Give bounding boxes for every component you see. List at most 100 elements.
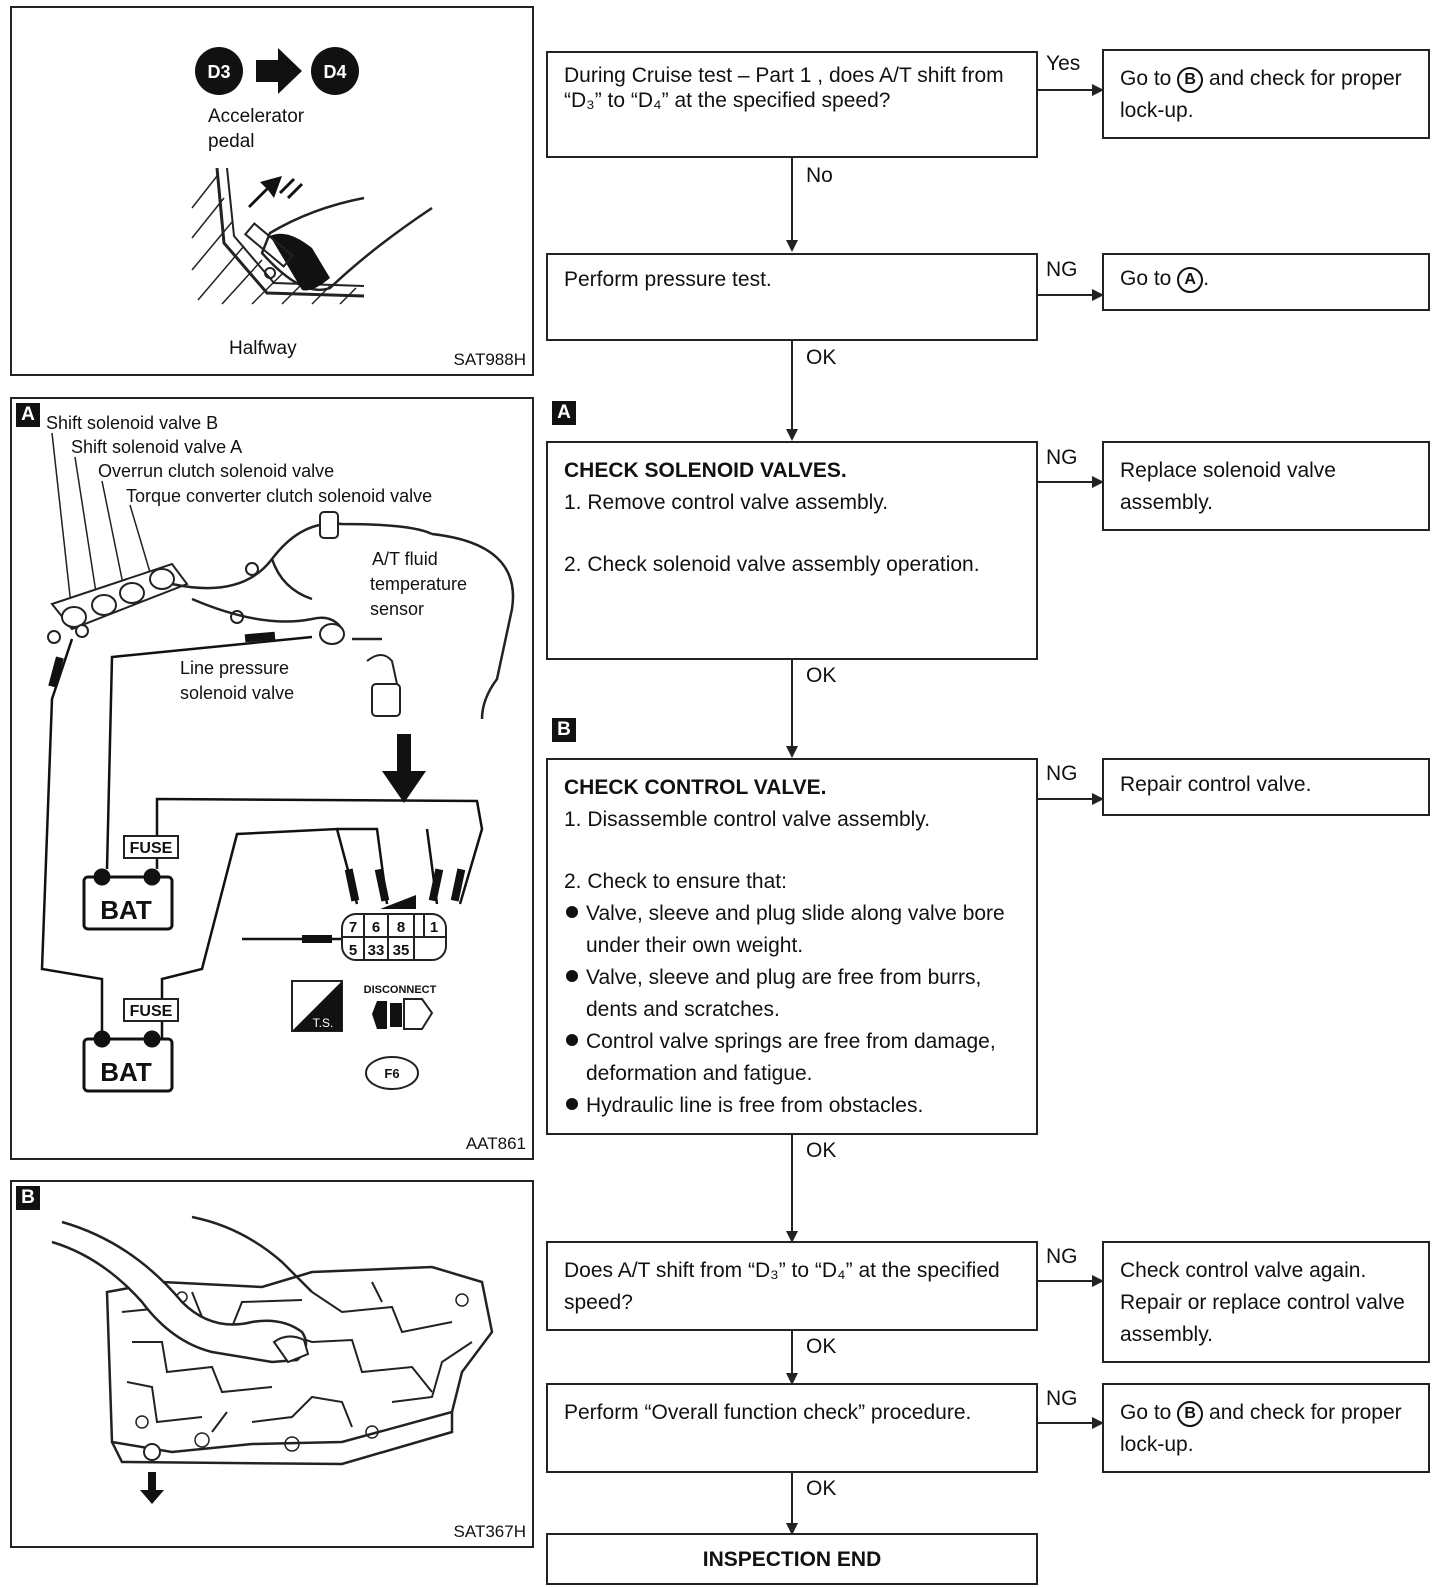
battery-label-2: BAT xyxy=(100,1057,152,1087)
result-go-to-b-lockup-1: Go to B and check for proper lock-up. xyxy=(1102,49,1430,139)
ok-label: OK xyxy=(806,664,837,687)
accelerator-pedal-label: Accelerator pedal xyxy=(208,106,305,152)
connector-line xyxy=(791,1473,793,1525)
connector-arrow xyxy=(1092,1417,1104,1429)
step-overall-function-check: Perform “Overall function check” procedu… xyxy=(546,1383,1038,1473)
no-label: No xyxy=(806,164,833,187)
result-repair-control-valve: Repair control valve. xyxy=(1102,758,1430,816)
connector-arrow xyxy=(1092,1275,1104,1287)
checklist-item: Hydraulic line is free from obstacles. xyxy=(564,1090,1020,1122)
ng-label: NG xyxy=(1046,1387,1078,1410)
drop-arrow-icon xyxy=(140,1472,164,1504)
halfway-label: Halfway xyxy=(229,338,297,359)
pedal-illustration: D3 D4 xyxy=(191,47,433,305)
connector-arrow xyxy=(1092,84,1104,96)
svg-text:T.S.: T.S. xyxy=(313,1016,334,1030)
step-shift-question: Does A/T shift from “D₃” to “D₄” at the … xyxy=(546,1241,1038,1331)
callout-fluid-sensor-1: A/T fluid xyxy=(372,549,438,569)
push-arrow-icon xyxy=(248,176,282,208)
connector-line xyxy=(791,158,793,242)
wiring-diagram: 7 6 8 1 5 33 35 FUSE FUSE BAT BAT xyxy=(40,432,515,1093)
connector-line xyxy=(1038,89,1094,91)
fuse-label-2: FUSE xyxy=(130,1003,173,1020)
accelerator-pedal-figure: D3 D4 Accelerator pedal Halfway SAT988H xyxy=(10,6,534,376)
result-go-to-a: Go to A. xyxy=(1102,253,1430,311)
ng-label: NG xyxy=(1046,446,1078,469)
checklist-item: Control valve springs are free from dama… xyxy=(564,1026,1020,1090)
callout-torque-converter: Torque converter clutch solenoid valve xyxy=(126,486,433,506)
pin-5: 5 xyxy=(349,942,357,959)
circle-b-icon: B xyxy=(1177,1401,1204,1427)
step-pressure-test: Perform pressure test. xyxy=(546,253,1038,341)
step-tag-a: A xyxy=(552,401,576,425)
connector-line xyxy=(791,1135,793,1233)
step-cruise-test-question: During Cruise test – Part 1 , does A/T s… xyxy=(546,51,1038,158)
control-valve-illustration xyxy=(51,1215,494,1504)
circle-a-icon: A xyxy=(1177,267,1204,293)
step-tag-b: B xyxy=(552,718,576,742)
ok-label: OK xyxy=(806,1477,837,1500)
callout-shift-solenoid-b: Shift solenoid valve B xyxy=(46,413,219,433)
disconnect-connector-icon xyxy=(372,998,434,1030)
connector-line xyxy=(1038,798,1094,800)
result-replace-solenoid: Replace solenoid valve assembly. xyxy=(1102,441,1430,531)
ok-label: OK xyxy=(806,1335,837,1358)
callout-line-pressure-1: Line pressure xyxy=(180,658,290,678)
pin-1: 1 xyxy=(430,919,438,936)
connector-arrow xyxy=(786,240,798,252)
connector-arrow xyxy=(786,429,798,441)
connector-line xyxy=(791,1331,793,1375)
pin-33: 33 xyxy=(368,942,385,959)
callout-line-pressure-2: solenoid valve xyxy=(180,683,295,703)
pin-7: 7 xyxy=(349,919,357,936)
connector-line xyxy=(791,341,793,431)
disconnect-arrow-icon xyxy=(382,734,426,803)
circle-b-icon: B xyxy=(1177,67,1204,93)
ok-label: OK xyxy=(806,346,837,369)
control-valve-figure: B SAT367H xyxy=(10,1180,534,1548)
figure-code: SAT988H xyxy=(453,350,526,369)
callout-fluid-sensor-2: temperature xyxy=(370,574,468,594)
inspection-end: INSPECTION END xyxy=(546,1533,1038,1585)
figure-code: SAT367H xyxy=(453,1522,526,1541)
connector-line xyxy=(1038,481,1094,483)
callout-shift-solenoid-a: Shift solenoid valve A xyxy=(71,437,243,457)
ng-label: NG xyxy=(1046,762,1078,785)
ok-label: OK xyxy=(806,1139,837,1162)
pin-8: 8 xyxy=(397,919,405,936)
figure-tag-a: A xyxy=(16,403,40,427)
callout-fluid-sensor-3: sensor xyxy=(370,599,425,619)
figure-code: AAT861 xyxy=(465,1134,526,1153)
d4-badge: D4 xyxy=(323,62,346,82)
connector-arrow xyxy=(1092,289,1104,301)
pin-6: 6 xyxy=(372,919,380,936)
connector-line xyxy=(1038,294,1094,296)
connector-arrow xyxy=(786,746,798,758)
step-check-control-valve: CHECK CONTROL VALVE. 1. Disassemble cont… xyxy=(546,758,1038,1135)
connector-line xyxy=(1038,1422,1094,1424)
yes-label: Yes xyxy=(1046,52,1081,75)
connector-arrow xyxy=(786,1523,798,1535)
result-check-control-valve-again: Check control valve again. Repair or rep… xyxy=(1102,1241,1430,1363)
shift-arrow-icon xyxy=(256,48,302,94)
callout-overrun-clutch: Overrun clutch solenoid valve xyxy=(98,461,335,481)
checklist-item: Valve, sleeve and plug are free from bur… xyxy=(564,962,1020,1026)
pin-35: 35 xyxy=(393,942,410,959)
connector-line xyxy=(1038,1280,1094,1282)
connector-arrow xyxy=(1092,793,1104,805)
connector-arrow xyxy=(786,1373,798,1385)
connector-line xyxy=(791,660,793,748)
solenoid-wiring-figure: 7 6 8 1 5 33 35 FUSE FUSE BAT BAT xyxy=(10,397,534,1160)
connector-arrow xyxy=(1092,476,1104,488)
figure-tag-b: B xyxy=(16,1186,40,1210)
ng-label: NG xyxy=(1046,258,1078,281)
checklist-item: Valve, sleeve and plug slide along valve… xyxy=(564,898,1020,962)
f6-connector-icon xyxy=(365,1056,419,1090)
svg-text:F6: F6 xyxy=(384,1066,399,1081)
battery-label-1: BAT xyxy=(100,895,152,925)
ng-label: NG xyxy=(1046,1245,1078,1268)
fuse-label-1: FUSE xyxy=(130,840,173,857)
step-check-solenoid-valves: CHECK SOLENOID VALVES. 1. Remove control… xyxy=(546,441,1038,660)
connector-arrow xyxy=(786,1231,798,1243)
result-go-to-b-lockup-2: Go to B and check for proper lock-up. xyxy=(1102,1383,1430,1473)
